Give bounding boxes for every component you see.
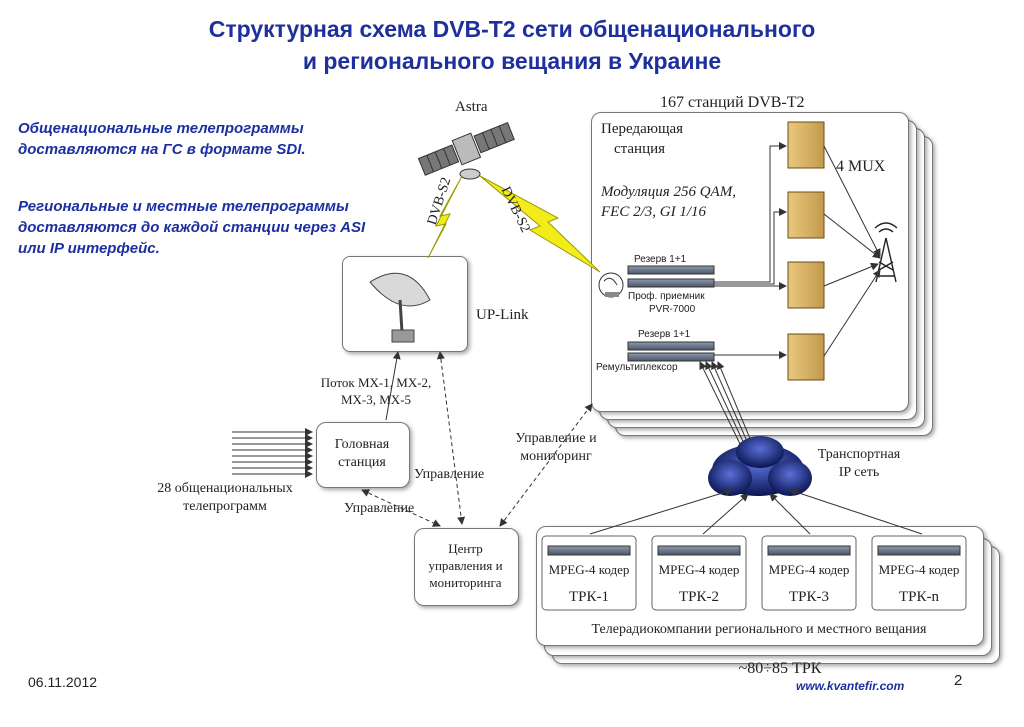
encoder-label-2: MPEG-4 кодер bbox=[658, 562, 740, 577]
uplink-label: UP-Link bbox=[476, 307, 529, 323]
head-station-line-1: Головная bbox=[334, 437, 390, 452]
reserve-top-label: Резерв 1+1 bbox=[634, 254, 687, 265]
control-label-b: Управление bbox=[344, 501, 415, 516]
station-title-line-1: Передающая bbox=[601, 121, 684, 137]
stations-count-label: 167 станций DVB-T2 bbox=[660, 94, 805, 111]
trk-name-2: ТРК-2 bbox=[678, 589, 719, 605]
mux-label: 4 MUX bbox=[836, 158, 886, 175]
receiving-dish-icon bbox=[598, 272, 624, 298]
transport-line-1: Транспортная bbox=[817, 447, 901, 462]
receiver-label-line-2: PVR-7000 bbox=[649, 304, 696, 315]
footer-page-number: 2 bbox=[954, 672, 963, 689]
encoder-label-1: MPEG-4 кодер bbox=[548, 562, 630, 577]
encoder-label-4: MPEG-4 кодер bbox=[878, 562, 960, 577]
encoder-label-3: MPEG-4 кодер bbox=[768, 562, 850, 577]
control-center-line-1: Центр bbox=[448, 541, 483, 556]
lightning-uplink-icon bbox=[427, 175, 463, 259]
control-center-box bbox=[414, 528, 519, 606]
stream-label-line-1: Поток MX-1, MX-2, bbox=[320, 375, 432, 390]
trk-name-4: ТРК-n bbox=[898, 589, 939, 605]
lightning-downlink-icon bbox=[479, 175, 601, 273]
trk-group-label: Телерадиокомпании регионального и местно… bbox=[591, 622, 927, 637]
ip-cloud-icon bbox=[708, 436, 812, 496]
footer-date: 06.11.2012 bbox=[28, 674, 98, 690]
reserve-bottom-label: Резерв 1+1 bbox=[638, 329, 691, 340]
control-center-line-2: управления и bbox=[428, 558, 503, 573]
national-programs-line-1: 28 общенациональных bbox=[157, 481, 293, 496]
trk-count-label: ~80÷85 ТРК bbox=[738, 660, 822, 677]
control-label-a: Управление bbox=[414, 467, 485, 482]
trk-name-1: ТРК-1 bbox=[568, 589, 609, 605]
transport-line-2: IP сеть bbox=[838, 465, 880, 480]
uplink-dish-icon bbox=[369, 272, 431, 343]
control-center-line-3: мониторинга bbox=[429, 575, 502, 590]
mux-servers-icon bbox=[787, 121, 825, 381]
receiver-label-line-1: Проф. приемник bbox=[628, 291, 705, 302]
footer-site-link[interactable]: www.kvantefir.com bbox=[796, 679, 905, 693]
receiver-units-icon bbox=[627, 265, 715, 362]
stream-label-line-2: MX-3, MX-5 bbox=[340, 392, 412, 407]
satellite-label: Astra bbox=[455, 99, 488, 115]
transmitting-station-box bbox=[591, 112, 909, 412]
remux-label: Ремультиплексор bbox=[596, 362, 678, 373]
trk-name-3: ТРК-3 bbox=[788, 589, 829, 605]
page-title-line-2: и регионального вещания в Украине bbox=[302, 48, 722, 74]
station-title-line-2: станция bbox=[614, 141, 666, 157]
national-programs-line-2: телепрограмм bbox=[183, 499, 267, 514]
head-station-box bbox=[316, 422, 410, 488]
satellite-icon bbox=[417, 121, 515, 180]
note-asi-ip: Региональные и местные телепрограммы дос… bbox=[18, 198, 366, 257]
modulation-line-1: Модуляция 256 QAM, bbox=[601, 184, 736, 200]
control-monitoring-line-2: мониторинг bbox=[520, 449, 592, 464]
head-station-line-2: станция bbox=[338, 455, 386, 470]
tower-icon bbox=[874, 222, 898, 283]
modulation-line-2: FEC 2/3, GI 1/16 bbox=[601, 204, 706, 220]
note-sdi: Общенациональные телепрограммы доставляю… bbox=[18, 120, 306, 158]
control-monitoring-line-1: Управление и bbox=[515, 431, 597, 446]
page-title-line-1: Структурная схема DVB-T2 сети общенацион… bbox=[208, 16, 816, 42]
